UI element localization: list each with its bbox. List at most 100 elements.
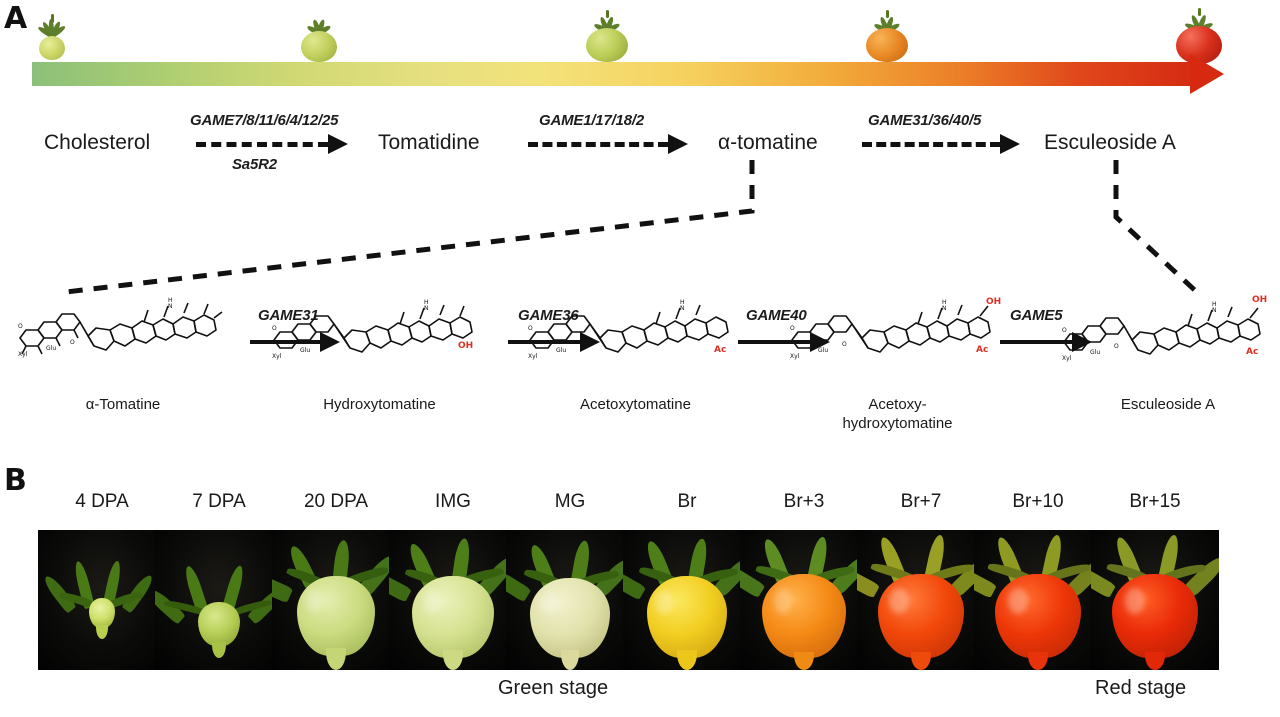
svg-text:OH: OH xyxy=(1252,295,1267,305)
arrow-shaft xyxy=(738,340,810,344)
panel-b-letter: B xyxy=(4,463,27,498)
arrow-head xyxy=(328,134,348,154)
svg-text:N: N xyxy=(168,303,173,310)
fruit-tip xyxy=(794,652,814,670)
fruit-body xyxy=(297,576,375,656)
arrow-shaft xyxy=(1000,340,1072,344)
tomato-body xyxy=(301,31,337,62)
svg-text:O: O xyxy=(70,339,75,346)
fruit-tip xyxy=(677,650,697,670)
metabolite-tomatidine: Tomatidine xyxy=(378,131,480,154)
stage-label-br-3: Br+3 xyxy=(783,491,825,512)
svg-text:O: O xyxy=(790,325,795,332)
arrow-shaft xyxy=(862,142,1000,147)
ripening-gradient-arrow xyxy=(32,54,1224,94)
stage-icon-breaker-orange-fruit xyxy=(858,10,916,62)
reaction-arrow-alpha-tomatine-to-esculeoside-a xyxy=(862,134,1020,154)
svg-text:N: N xyxy=(942,305,947,312)
gene-label-step-3-above: GAME31/36/40/5 xyxy=(868,112,982,129)
gene-label-step-1-below: Sa5R2 xyxy=(232,156,277,173)
svg-text:Glu: Glu xyxy=(556,347,566,354)
fruit-highlight xyxy=(540,592,558,614)
fruit-body xyxy=(647,576,727,658)
metabolite-cholesterol: Cholesterol xyxy=(44,131,151,154)
svg-text:H: H xyxy=(680,299,685,306)
stage-label-7-dpa: 7 DPA xyxy=(192,491,246,512)
arrow-head xyxy=(1072,332,1092,352)
fruit-body xyxy=(198,602,240,646)
fruit-body xyxy=(89,598,115,628)
fruit-photo-img xyxy=(389,530,517,670)
fruit-photo-br-3 xyxy=(740,530,868,670)
svg-text:Xyl: Xyl xyxy=(528,353,538,360)
svg-text:O: O xyxy=(842,341,847,348)
stage-label-br: Br xyxy=(677,491,697,512)
tomato-body xyxy=(866,28,908,62)
fruit-body xyxy=(412,576,494,658)
gene-label-step-2-above: GAME1/17/18/2 xyxy=(539,112,644,129)
fruit-photo-br-15 xyxy=(1091,530,1219,670)
svg-text:O: O xyxy=(528,325,533,332)
ripening-arrow-head xyxy=(1190,54,1224,94)
tomato-stem xyxy=(50,14,54,23)
svg-text:H: H xyxy=(168,297,173,304)
fruit-tip xyxy=(212,642,226,658)
enzyme-label-game40: GAME40 xyxy=(746,307,807,324)
metabolite-alpha-tomatine: α-tomatine xyxy=(718,131,818,154)
stage-label-br-15: Br+15 xyxy=(1129,491,1181,512)
svg-text:O: O xyxy=(1062,327,1067,334)
svg-text:Glu: Glu xyxy=(300,347,310,354)
svg-text:Xyl: Xyl xyxy=(272,353,282,360)
svg-text:Glu: Glu xyxy=(1090,349,1100,356)
enzyme-label-game31: GAME31 xyxy=(258,307,319,324)
reaction-arrow-cholesterol-to-tomatidine xyxy=(196,134,348,154)
fruit-photo-20-dpa xyxy=(272,530,400,670)
structure-label-hydroxytomatine: Hydroxytomatine xyxy=(323,396,436,413)
reaction-arrow-game5 xyxy=(1000,332,1092,352)
fruit-photo-br-7 xyxy=(857,530,985,670)
arrow-shaft xyxy=(250,340,320,344)
stage-icon-green-fruit xyxy=(293,14,345,62)
svg-text:O: O xyxy=(580,341,585,348)
metabolite-esculeoside-a: Esculeoside A xyxy=(1044,131,1176,154)
fruit-highlight xyxy=(306,590,322,612)
arrow-shaft xyxy=(508,340,580,344)
svg-text:N: N xyxy=(1212,307,1217,314)
enzyme-label-game5: GAME5 xyxy=(1010,307,1063,324)
tomato-stem xyxy=(605,10,609,18)
svg-text:O: O xyxy=(18,323,23,330)
svg-text:Ac: Ac xyxy=(714,345,726,355)
gene-label-step-1-above: GAME7/8/11/6/4/12/25 xyxy=(190,112,339,129)
arrow-head xyxy=(1000,134,1020,154)
stage-label-br-10: Br+10 xyxy=(1012,491,1064,512)
svg-text:N: N xyxy=(424,305,429,312)
reaction-arrow-game36 xyxy=(508,332,600,352)
fruit-tip xyxy=(96,625,108,639)
reaction-arrow-game31 xyxy=(250,332,340,352)
structure-label-acetoxyhydroxytomatine: Acetoxy- hydroxytomatine xyxy=(842,396,953,432)
fruit-body xyxy=(762,574,846,658)
svg-text:H: H xyxy=(424,299,429,306)
fruit-photo-br-10 xyxy=(974,530,1102,670)
fruit-body xyxy=(878,574,964,658)
svg-text:OH: OH xyxy=(458,341,473,351)
fruit-body xyxy=(530,578,610,658)
fruit-highlight xyxy=(655,590,673,614)
structure-label-acetoxytomatine: Acetoxytomatine xyxy=(580,396,691,413)
structure-label-alpha-tomatine: α-Tomatine xyxy=(85,396,161,413)
reaction-arrow-game40 xyxy=(738,332,830,352)
fruit-highlight xyxy=(1125,588,1145,614)
svg-text:OH: OH xyxy=(986,297,1001,307)
ripening-gradient-bar xyxy=(32,62,1192,86)
fruit-highlight xyxy=(423,590,441,614)
structure-label-esculeoside-a: Esculeoside A xyxy=(1120,396,1216,413)
fruit-highlight xyxy=(1008,588,1028,614)
fruit-photo-4-dpa xyxy=(38,530,166,670)
tomato-body xyxy=(586,28,628,62)
